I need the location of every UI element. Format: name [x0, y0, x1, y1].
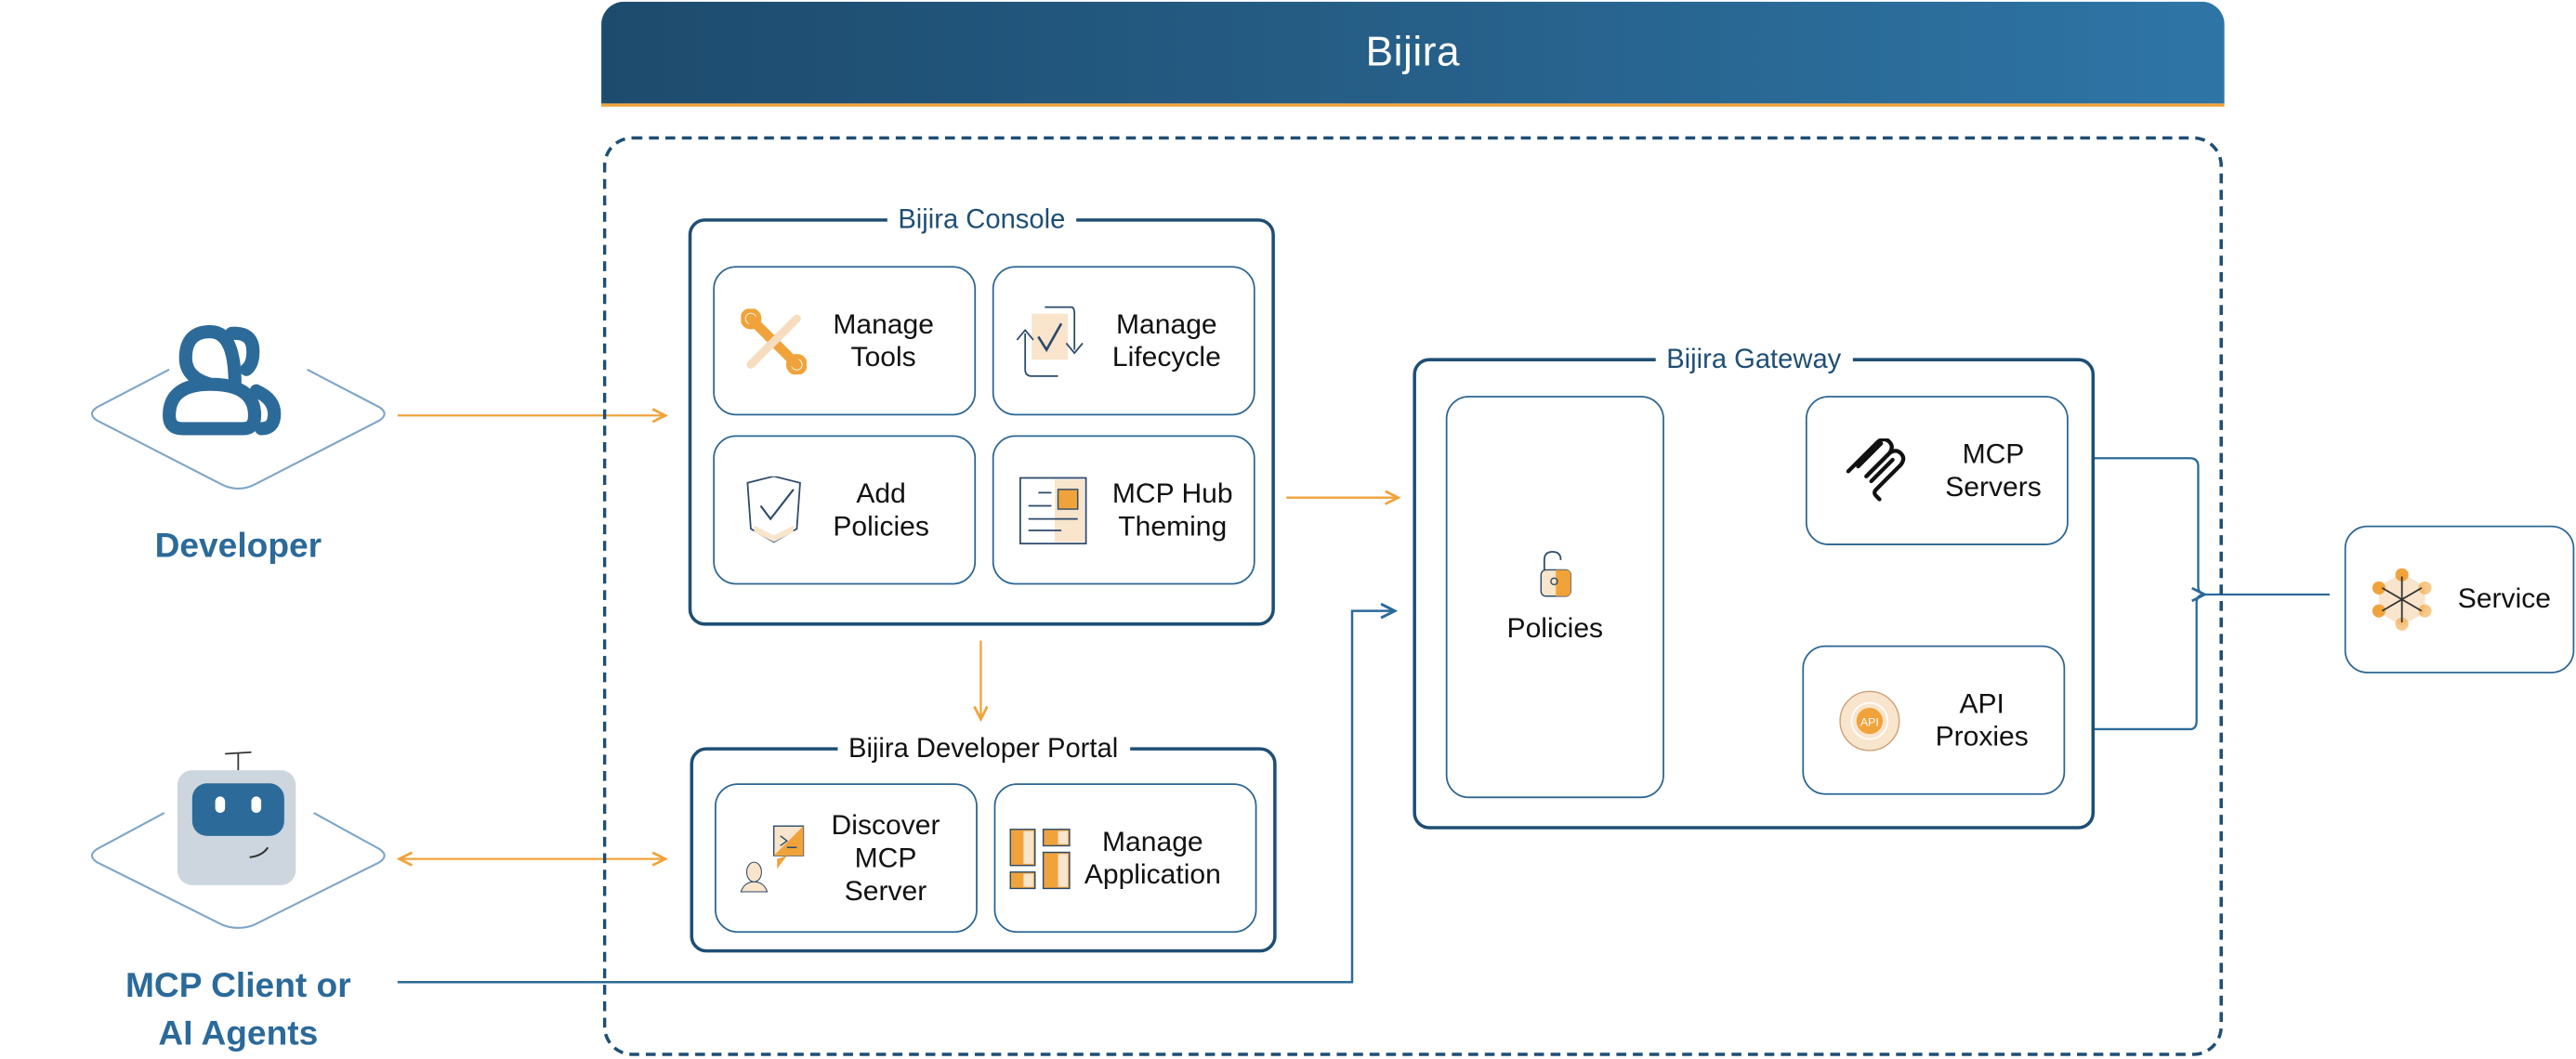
mcp-hub-theming-label: MCP Hub Theming	[1111, 477, 1233, 542]
wrench-icon	[715, 307, 833, 374]
api-badge: API	[1860, 715, 1879, 728]
service-label: Service	[2457, 582, 2551, 615]
discover-mcp-server-card[interactable]: Discover MCP Server	[715, 783, 978, 934]
api-proxies-card[interactable]: API API Proxies	[1802, 645, 2066, 795]
gateway-policies-label: Policies	[1506, 611, 1604, 644]
console-title: Bijira Console	[886, 202, 1077, 239]
manage-lifecycle-label: Manage Lifecycle	[1111, 307, 1221, 373]
add-policies-card[interactable]: Add Policies	[713, 435, 977, 585]
theming-icon	[994, 476, 1112, 544]
developer-portal-group: Bijira Developer Portal Discover MCP Ser…	[690, 730, 1277, 953]
application-icon	[995, 827, 1084, 889]
portal-title: Bijira Developer Portal	[836, 730, 1130, 767]
mcp-servers-label: MCP Servers	[1945, 438, 2042, 503]
robot-icon	[90, 751, 386, 929]
add-policies-label: Add Policies	[833, 477, 929, 542]
agent-label: MCP Client or AI Agents	[125, 967, 351, 1053]
manage-lifecycle-card[interactable]: Manage Lifecycle	[992, 266, 1255, 416]
mcp-hub-theming-card[interactable]: MCP Hub Theming	[992, 435, 1255, 585]
lifecycle-icon	[994, 303, 1112, 378]
manage-application-label: Manage Application	[1084, 825, 1221, 890]
discover-icon	[716, 822, 832, 895]
service-hex-icon	[2346, 567, 2458, 633]
shield-check-icon	[715, 475, 833, 544]
mcp-servers-card[interactable]: MCP Servers	[1805, 396, 2069, 545]
developer-actor[interactable]: Developer	[90, 312, 386, 575]
lock-icon	[1537, 549, 1573, 598]
bijira-platform-boundary	[602, 136, 2223, 1056]
manage-tools-card[interactable]: Manage Tools	[713, 266, 977, 416]
bijira-console-group: Bijira Console Manage Tools Manage Lifec…	[688, 202, 1275, 626]
api-proxy-icon: API	[1804, 686, 1935, 754]
developer-icon	[90, 325, 386, 490]
service-card[interactable]: Service	[2344, 525, 2575, 673]
bijira-banner: Bijira	[601, 1, 2225, 107]
api-proxies-label: API Proxies	[1935, 686, 2029, 752]
agent-actor[interactable]: MCP Client or AI Agents	[90, 747, 386, 1059]
developer-label: Developer	[154, 527, 322, 566]
mcp-logo-icon	[1807, 438, 1946, 503]
gateway-policies-card[interactable]: Policies	[1445, 396, 1664, 799]
manage-application-card[interactable]: Manage Application	[993, 783, 1257, 934]
manage-tools-label: Manage Tools	[833, 307, 934, 373]
bijira-gateway-group: Bijira Gateway Policies MCP Servers API …	[1413, 341, 2096, 830]
discover-mcp-server-label: Discover MCP Server	[831, 808, 940, 906]
gateway-title: Bijira Gateway	[1654, 341, 1853, 378]
